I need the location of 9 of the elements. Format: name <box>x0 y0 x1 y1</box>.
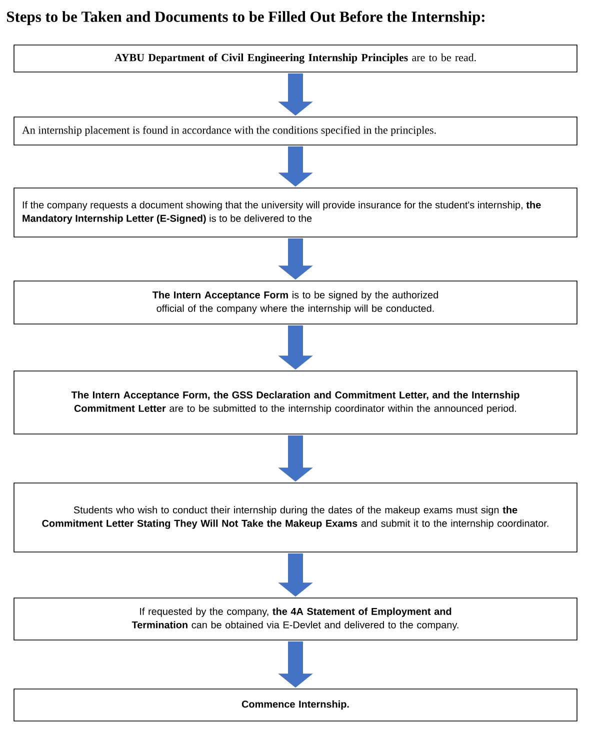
step-box: Students who wish to conduct their internship during the dates of the makeup exams must sign the Commitment Letter Stating They Will Not Take the Makeup Exams and submit it to the internship coordinator. <box>14 482 578 552</box>
step-box: If the company requests a document showing that the university will provide insurance for the student's internship, the Mandatory Internship Letter (E-Signed) is to be delivered to the <box>14 188 578 238</box>
step-box: An internship placement is found in accordance with the conditions specified in the principles. <box>14 116 578 146</box>
step-box: The Intern Acceptance Form is to be signed by the authorized official of the company where the internship will be conducted. <box>14 280 578 324</box>
step-box: The Intern Acceptance Form, the GSS Declaration and Commitment Letter, and the Internship Commitment Letter are to be submitted to the internship coordinator within the announced period. <box>14 370 578 434</box>
step-box: If requested by the company, the 4A Statement of Employment and Termination can be obtained via E-Devlet and delivered to the company. <box>14 598 578 640</box>
title: Steps to be Taken and Documents to be Filled Out Before the Internship: <box>7 10 484 26</box>
step-box: AYBU Department of Civil Engineering Internship Principles are to be read. <box>14 44 578 72</box>
step-box: Commence Internship. <box>14 688 578 722</box>
